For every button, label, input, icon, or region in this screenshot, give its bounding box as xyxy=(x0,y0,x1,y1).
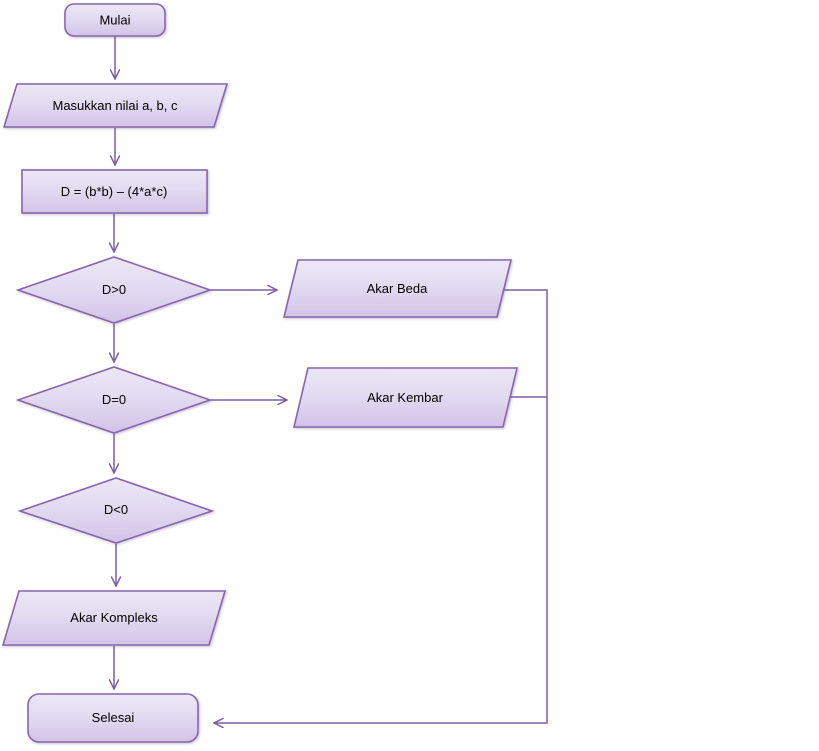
start-node: Mulai xyxy=(64,3,166,37)
process-shape xyxy=(21,169,208,214)
output-akar-kembar-label: Akar Kembar xyxy=(367,390,444,405)
decision-d-gt-0-label: D>0 xyxy=(102,282,126,297)
output-akar-kompleks-label: Akar Kompleks xyxy=(70,610,158,625)
output-akar-beda-label: Akar Beda xyxy=(367,281,428,296)
decision-d-lt-0-label: D<0 xyxy=(104,502,128,517)
output-akar-kembar-shape xyxy=(292,367,519,428)
input-label: Masukkan nilai a, b, c xyxy=(52,98,178,113)
start-label: Mulai xyxy=(99,13,130,28)
input-shape xyxy=(2,83,229,128)
end-node: Selesai xyxy=(27,693,199,743)
end-shape xyxy=(27,693,199,743)
output-node-akar-kompleks: Akar Kompleks xyxy=(1,590,227,646)
decision-d-eq-0-shape xyxy=(15,366,213,434)
process-label: D = (b*b) – (4*a*c) xyxy=(61,184,168,199)
start-shape xyxy=(64,3,166,37)
output-node-akar-beda: Akar Beda xyxy=(282,259,513,318)
decision-d-lt-0-shape xyxy=(17,477,215,544)
output-node-akar-kembar: Akar Kembar xyxy=(292,367,519,428)
input-node: Masukkan nilai a, b, c xyxy=(2,83,229,128)
decision-d-eq-0-label: D=0 xyxy=(102,392,126,407)
edge-akar-beda-to-end xyxy=(214,289,548,723)
end-label: Selesai xyxy=(92,710,135,725)
decision-node-d-eq-0: D=0 xyxy=(15,366,213,434)
decision-d-gt-0-shape xyxy=(15,256,213,324)
output-akar-kompleks-shape xyxy=(1,590,227,646)
output-akar-beda-shape xyxy=(282,259,513,318)
process-node: D = (b*b) – (4*a*c) xyxy=(21,169,208,214)
decision-node-d-lt-0: D<0 xyxy=(17,477,215,544)
decision-node-d-gt-0: D>0 xyxy=(15,256,213,324)
